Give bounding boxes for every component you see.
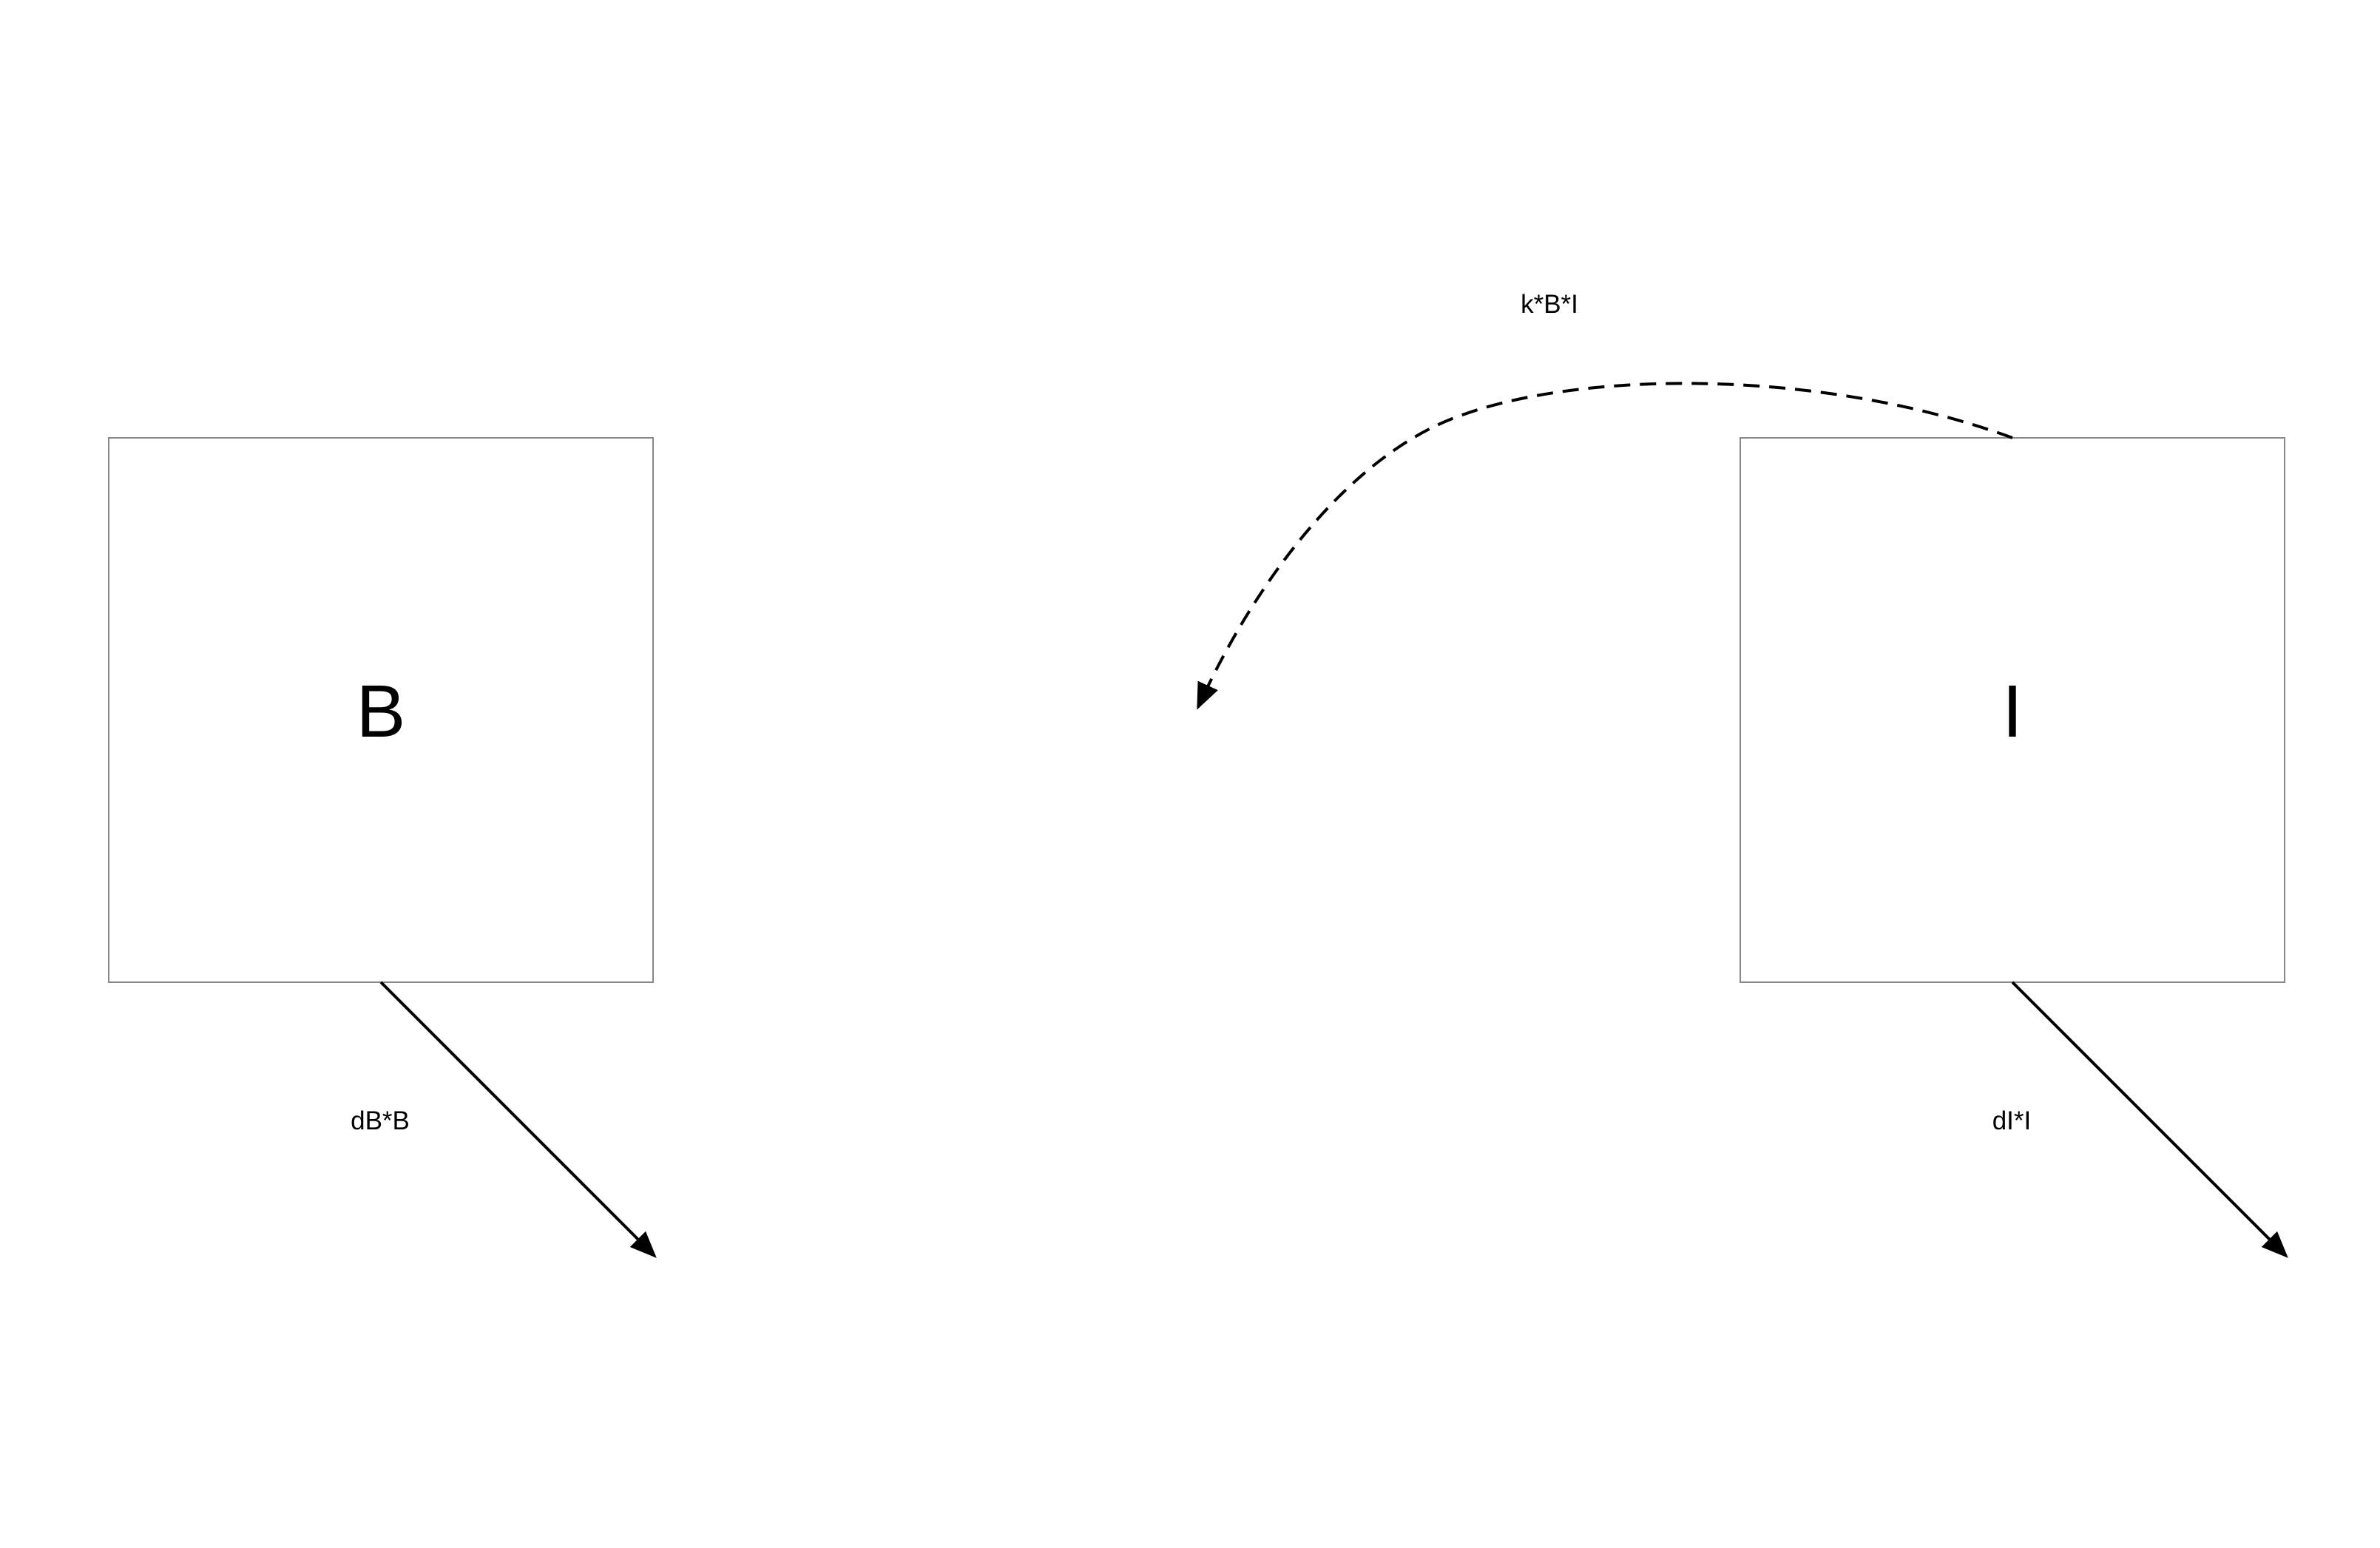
stock-box-b[interactable]: B [108,437,654,983]
stock-box-b-border [108,437,654,983]
stock-box-i-border [1740,437,2285,983]
flow-outflow-b[interactable]: dB*B [351,981,657,1258]
flow-label-b: dB*B [351,1106,410,1135]
flow-infection-link[interactable]: k*B*I [1197,290,2013,710]
flow-arrow-i [2011,981,2288,1258]
infection-link-curve [1197,382,2013,710]
infection-link-label: k*B*I [1521,290,1578,319]
stock-box-i[interactable]: I [1740,437,2285,983]
flow-arrow-b [379,981,657,1258]
stock-label-b: B [356,670,406,753]
stock-label-i: I [2002,670,2023,753]
flow-outflow-i[interactable]: dI*I [1992,981,2288,1258]
flow-label-i: dI*I [1992,1106,2032,1135]
